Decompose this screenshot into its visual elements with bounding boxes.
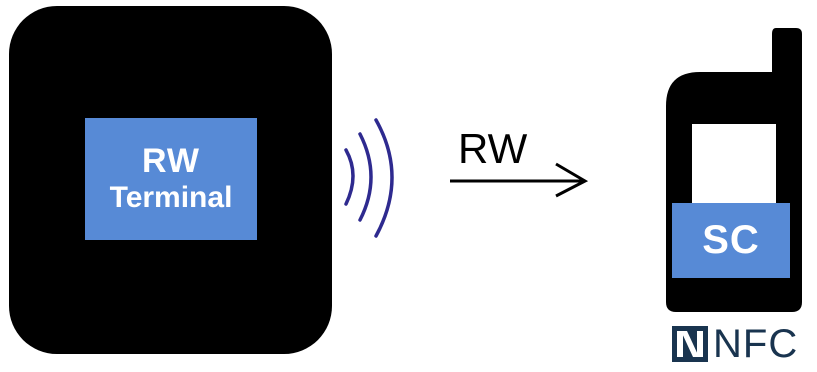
right-arrow-icon — [450, 162, 589, 198]
radio-waves-icon — [344, 118, 394, 238]
rw-terminal-label: RW Terminal — [85, 118, 257, 240]
nfc-logo: NFC — [671, 324, 798, 364]
wave-small — [344, 148, 355, 206]
phone-screen — [692, 124, 776, 208]
arrow-label: RW — [458, 125, 528, 172]
nfc-n-mark-icon — [672, 326, 708, 362]
wave-large — [374, 118, 394, 238]
sc-label: SC — [672, 203, 790, 278]
nfc-logo-text: NFC — [713, 322, 799, 366]
terminal-label-line2: Terminal — [109, 181, 233, 214]
terminal-label-line1: RW — [141, 142, 201, 180]
wave-medium — [358, 132, 373, 222]
